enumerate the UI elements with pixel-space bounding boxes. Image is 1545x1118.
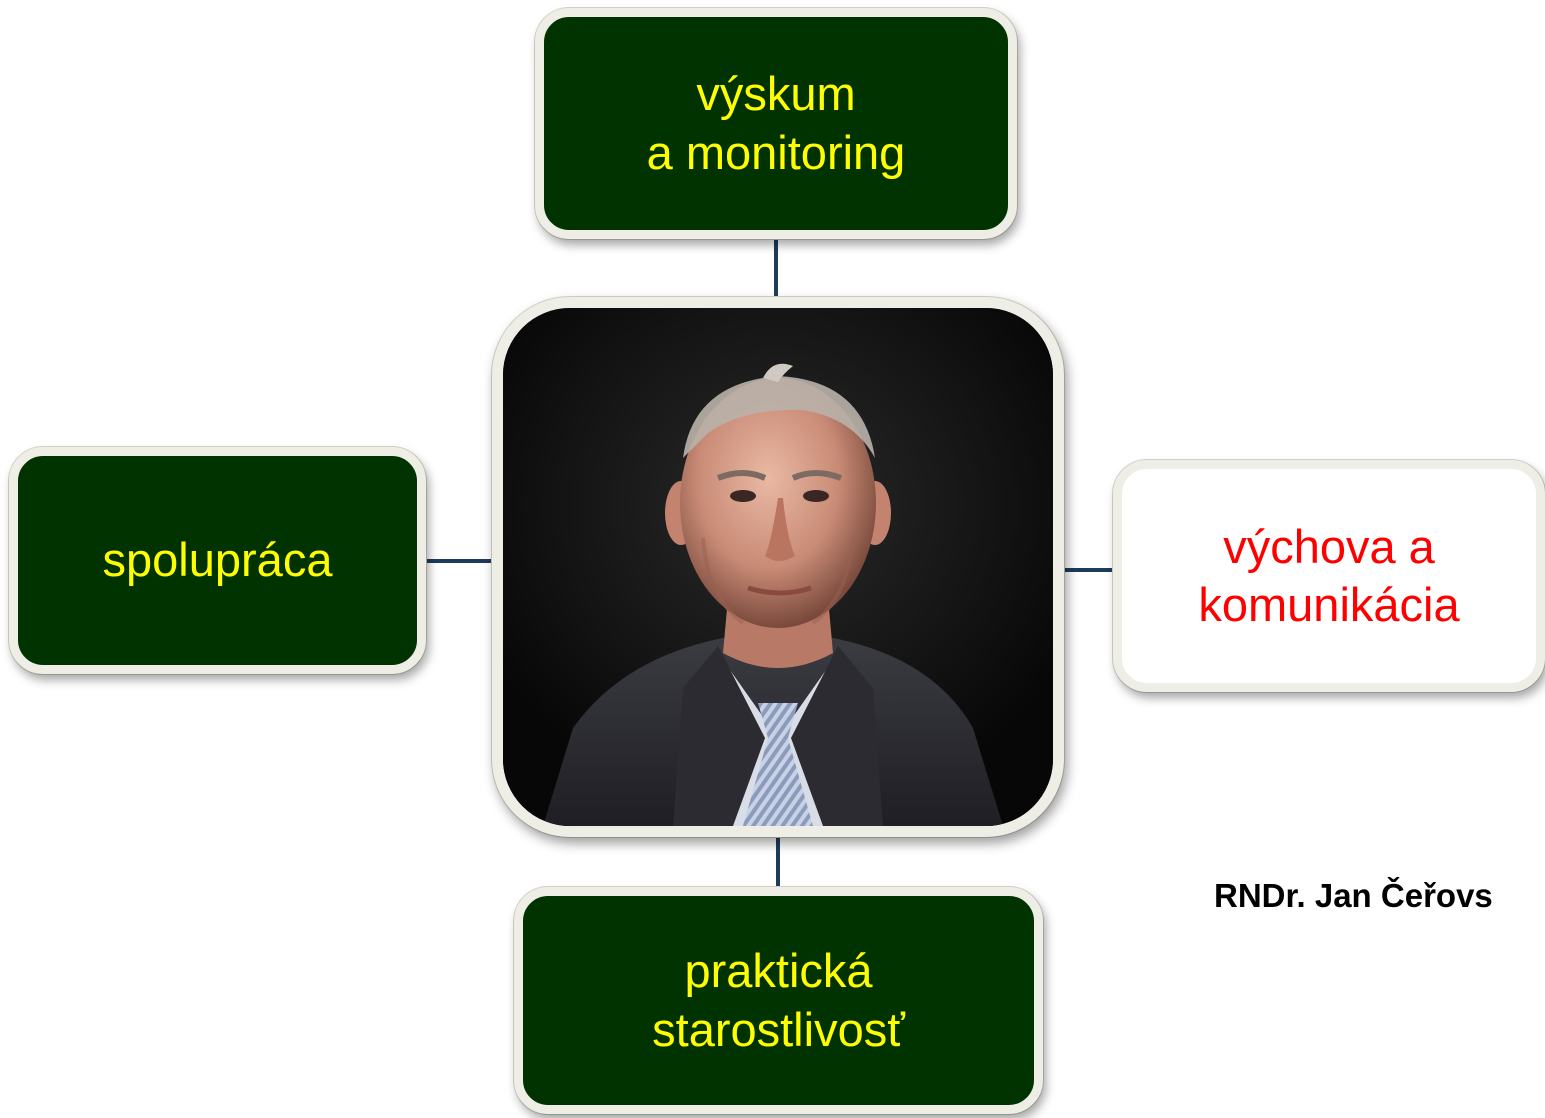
node-research-line-1: výskum	[696, 67, 856, 121]
node-research-monitoring: výskum a monitoring	[535, 8, 1017, 239]
center-portrait-photo	[492, 297, 1064, 837]
node-cooperation: spolupráca	[9, 447, 426, 674]
author-caption: RNDr. Jan Čeřovs	[1214, 877, 1493, 914]
node-research-line-2: a monitoring	[646, 125, 906, 179]
connector-right	[1060, 568, 1117, 572]
node-cooperation-line-1: spolupráca	[102, 533, 333, 587]
portrait-image	[503, 308, 1053, 826]
node-care-line-1: praktická	[684, 944, 873, 998]
node-education-line-2: komunikácia	[1198, 578, 1460, 631]
node-practical-care: praktická starostlivosť	[514, 887, 1043, 1114]
node-care-line-2: starostlivosť	[652, 1002, 905, 1056]
connector-top	[774, 236, 778, 298]
node-education-line-1: výchova a	[1223, 519, 1435, 573]
connector-bottom	[776, 830, 780, 888]
connector-left	[427, 559, 499, 563]
node-education-communication: výchova a komunikácia	[1113, 460, 1545, 692]
